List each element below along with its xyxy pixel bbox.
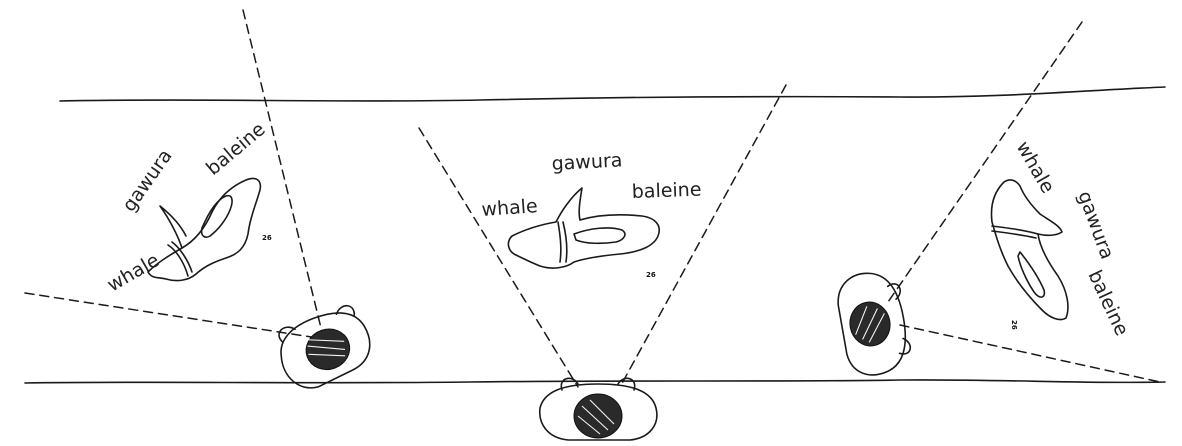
label-french-left: baleine (202, 118, 270, 180)
marker-right: 26 (1010, 320, 1018, 330)
marker-left: 26 (262, 234, 272, 242)
label-french-center: baleine (631, 179, 701, 203)
label-english-center: whale (481, 195, 539, 221)
sight-line-center-2 (620, 85, 786, 387)
view-center: whale gawura baleine 26 (419, 85, 786, 440)
whale-drawing-right (992, 180, 1068, 320)
table-bottom-edge (25, 380, 1165, 383)
sight-line-left-1 (243, 10, 322, 332)
observer-center (540, 378, 657, 440)
table-top-edge (60, 87, 1165, 101)
label-indigenous-left: gawura (118, 145, 177, 216)
label-french-right: baleine (1083, 267, 1132, 339)
view-left: whale gawura baleine 26 (25, 10, 379, 396)
whale-drawing-left (148, 178, 260, 280)
view-right: whale gawura baleine 26 (834, 22, 1160, 382)
marker-center: 26 (646, 271, 656, 279)
label-indigenous-center: gawura (551, 149, 623, 175)
sight-line-left-2 (25, 293, 318, 338)
label-indigenous-right: gawura (1073, 188, 1118, 262)
label-english-right: whale (1012, 138, 1059, 198)
observer-left (271, 302, 379, 396)
observer-right (834, 268, 914, 379)
sight-line-right-1 (888, 22, 1082, 302)
label-english-left: whale (104, 249, 164, 296)
